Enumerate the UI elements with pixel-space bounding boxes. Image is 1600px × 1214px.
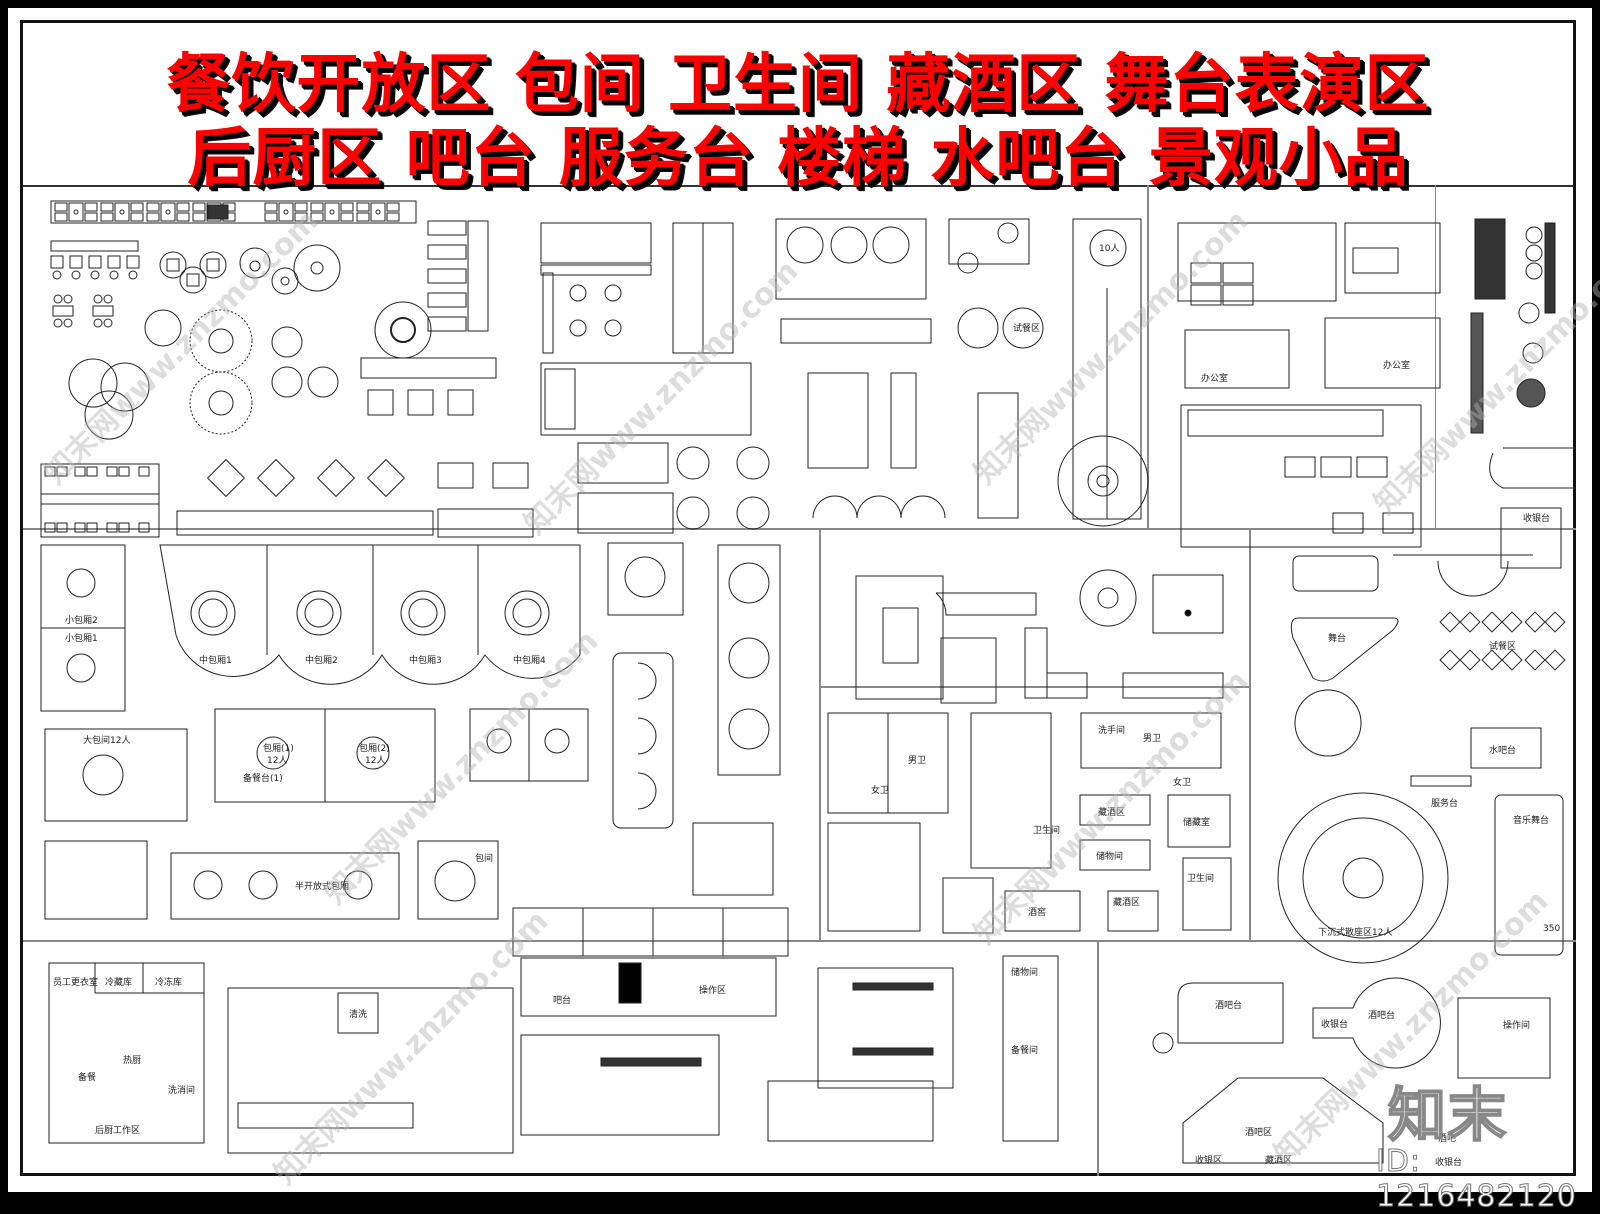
svg-text:小包厢1: 小包厢1 bbox=[65, 632, 98, 644]
svg-text:卫生间: 卫生间 bbox=[1033, 824, 1060, 836]
svg-text:备餐: 备餐 bbox=[78, 1071, 96, 1083]
svg-text:包间: 包间 bbox=[475, 852, 493, 864]
office-plans: 办公室 办公室 bbox=[1177, 222, 1441, 548]
restroom-plans: 女卫 男卫 卫生间 洗手间 男卫 女卫 藏酒区 储藏室 储物间 卫生间 酒窖 藏… bbox=[827, 712, 1232, 934]
svg-text:酒窖: 酒窖 bbox=[1028, 906, 1046, 918]
long-tables-mid bbox=[360, 357, 534, 538]
svg-text:藏酒区: 藏酒区 bbox=[1265, 1154, 1292, 1166]
kitchen-plans: 员工更衣室 冷藏库 冷冻库 备餐 热厨 洗消间 后厨工作区 清洗 吧台 操作区 bbox=[48, 955, 1059, 1154]
svg-text:酒吧台: 酒吧台 bbox=[1368, 1009, 1395, 1021]
booth-column-right bbox=[427, 220, 489, 332]
svg-text:半开放式包厢: 半开放式包厢 bbox=[295, 880, 349, 892]
svg-text:小包厢2: 小包厢2 bbox=[65, 614, 98, 626]
svg-text:员工更衣室: 员工更衣室 bbox=[53, 976, 98, 988]
panel-private-rooms bbox=[23, 529, 820, 941]
panel-bar-counter bbox=[1098, 941, 1576, 1176]
poster-frame: 餐饮开放区 包间 卫生间 藏酒区 舞台表演区 后厨区 吧台 服务台 楼梯 水吧台… bbox=[8, 8, 1600, 1214]
svg-text:收银台: 收银台 bbox=[1523, 512, 1550, 524]
svg-text:中包厢3: 中包厢3 bbox=[409, 654, 442, 666]
title-banner: 餐饮开放区 包间 卫生间 藏酒区 舞台表演区 后厨区 吧台 服务台 楼梯 水吧台… bbox=[23, 23, 1573, 196]
svg-text:清洗: 清洗 bbox=[349, 1008, 367, 1020]
booth-row-top bbox=[50, 200, 417, 224]
svg-text:大包间12人: 大包间12人 bbox=[83, 734, 130, 746]
svg-text:中包厢4: 中包厢4 bbox=[513, 654, 546, 666]
svg-text:藏酒区: 藏酒区 bbox=[1098, 806, 1125, 818]
svg-text:10人: 10人 bbox=[1099, 243, 1119, 254]
label-trial-dining: 试餐区 bbox=[1013, 322, 1040, 334]
svg-text:后厨工作区: 后厨工作区 bbox=[95, 1124, 140, 1136]
svg-text:卫生间: 卫生间 bbox=[1187, 872, 1214, 884]
stage-bar-plans: 舞台 试餐区 水吧台 服务台 下沉式散座区12人 音乐舞台 35 bbox=[1277, 554, 1566, 964]
svg-text:350: 350 bbox=[1543, 924, 1560, 934]
svg-text:服务台: 服务台 bbox=[1431, 797, 1458, 809]
square-tables-row bbox=[176, 458, 434, 536]
svg-text:吧台: 吧台 bbox=[553, 994, 571, 1006]
svg-text:收银区: 收银区 bbox=[1195, 1154, 1222, 1166]
svg-text:12人: 12人 bbox=[267, 755, 287, 766]
stairs-plans bbox=[855, 569, 1224, 704]
svg-text:男卫: 男卫 bbox=[1143, 733, 1161, 744]
svg-text:试餐区: 试餐区 bbox=[1489, 640, 1516, 652]
svg-text:备餐台(1): 备餐台(1) bbox=[243, 772, 283, 784]
chair-grid bbox=[1439, 611, 1566, 671]
svg-text:舞台: 舞台 bbox=[1328, 632, 1346, 644]
svg-text:水吧台: 水吧台 bbox=[1489, 744, 1516, 756]
brand-logo: 知末 bbox=[1387, 1080, 1509, 1150]
svg-text:女卫: 女卫 bbox=[871, 784, 889, 796]
svg-text:藏酒区: 藏酒区 bbox=[1113, 896, 1140, 908]
svg-text:中包厢2: 中包厢2 bbox=[305, 654, 338, 666]
svg-text:音乐舞台: 音乐舞台 bbox=[1513, 814, 1549, 826]
svg-text:收银台: 收银台 bbox=[1435, 1156, 1462, 1168]
svg-text:女卫: 女卫 bbox=[1173, 776, 1191, 788]
svg-text:操作间: 操作间 bbox=[1503, 1019, 1530, 1031]
svg-text:包厢(1): 包厢(1) bbox=[263, 742, 294, 754]
svg-text:包厢(2): 包厢(2) bbox=[359, 742, 390, 754]
svg-text:储物间: 储物间 bbox=[1011, 966, 1038, 978]
cad-drawings: 试餐区 10人 办公室 办公室 bbox=[40, 200, 1576, 1168]
private-rooms: 小包厢2 小包厢1 中包厢1 中包厢2 中包厢3 中包厢4 大包间12人 bbox=[40, 542, 789, 957]
trial-dining-area: 试餐区 bbox=[948, 218, 1149, 527]
svg-text:热厨: 热厨 bbox=[123, 1054, 141, 1066]
asset-id-label: ID: 1216482120 bbox=[1376, 1144, 1577, 1214]
booth-block-bottom-left bbox=[40, 463, 160, 538]
svg-text:洗手间: 洗手间 bbox=[1098, 724, 1125, 736]
panel-restrooms bbox=[820, 687, 1250, 941]
svg-text:办公室: 办公室 bbox=[1383, 359, 1410, 371]
svg-text:冷藏库: 冷藏库 bbox=[105, 976, 132, 988]
round-tables-cluster bbox=[68, 244, 432, 440]
svg-text:男卫: 男卫 bbox=[908, 755, 926, 766]
panel-stairs bbox=[820, 529, 1250, 687]
panel-open-dining bbox=[23, 185, 1148, 529]
svg-text:收银台: 收银台 bbox=[1321, 1018, 1348, 1030]
poster-inner-border: 餐饮开放区 包间 卫生间 藏酒区 舞台表演区 后厨区 吧台 服务台 楼梯 水吧台… bbox=[20, 20, 1600, 1191]
bar-counter-plans: 酒吧台 收银台 酒吧台 操作间 收银区 酒吧区 藏酒区 酒吧 收银台 bbox=[1152, 977, 1551, 1168]
svg-text:冷冻库: 冷冻库 bbox=[155, 976, 182, 988]
svg-text:下沉式散座区12人: 下沉式散座区12人 bbox=[1318, 926, 1392, 938]
svg-text:中包厢1: 中包厢1 bbox=[199, 654, 232, 666]
dining-group-center bbox=[540, 222, 770, 534]
svg-text:酒吧台: 酒吧台 bbox=[1215, 999, 1242, 1011]
svg-text:操作区: 操作区 bbox=[699, 984, 726, 996]
svg-text:酒吧区: 酒吧区 bbox=[1245, 1127, 1272, 1138]
svg-text:酒吧: 酒吧 bbox=[1438, 1133, 1456, 1144]
svg-text:办公室: 办公室 bbox=[1201, 372, 1228, 384]
curved-booths-top bbox=[775, 218, 946, 519]
svg-text:洗消间: 洗消间 bbox=[168, 1084, 195, 1096]
title-line-2: 后厨区 吧台 服务台 楼梯 水吧台 景观小品 bbox=[187, 122, 1409, 196]
svg-text:储藏室: 储藏室 bbox=[1183, 816, 1210, 828]
ten-seat-booth: 10人 bbox=[1072, 218, 1142, 520]
svg-text:备餐间: 备餐间 bbox=[1011, 1044, 1038, 1056]
title-line-1: 餐饮开放区 包间 卫生间 藏酒区 舞台表演区 bbox=[166, 48, 1430, 122]
landscape-items: 收银台 bbox=[1470, 218, 1576, 569]
panel-kitchen bbox=[23, 941, 1098, 1176]
svg-text:12人: 12人 bbox=[365, 755, 385, 766]
bar-stools-left bbox=[50, 240, 140, 328]
panel-office-area bbox=[1148, 185, 1436, 529]
panel-landscape bbox=[1436, 185, 1576, 529]
svg-text:储物间: 储物间 bbox=[1096, 850, 1123, 862]
